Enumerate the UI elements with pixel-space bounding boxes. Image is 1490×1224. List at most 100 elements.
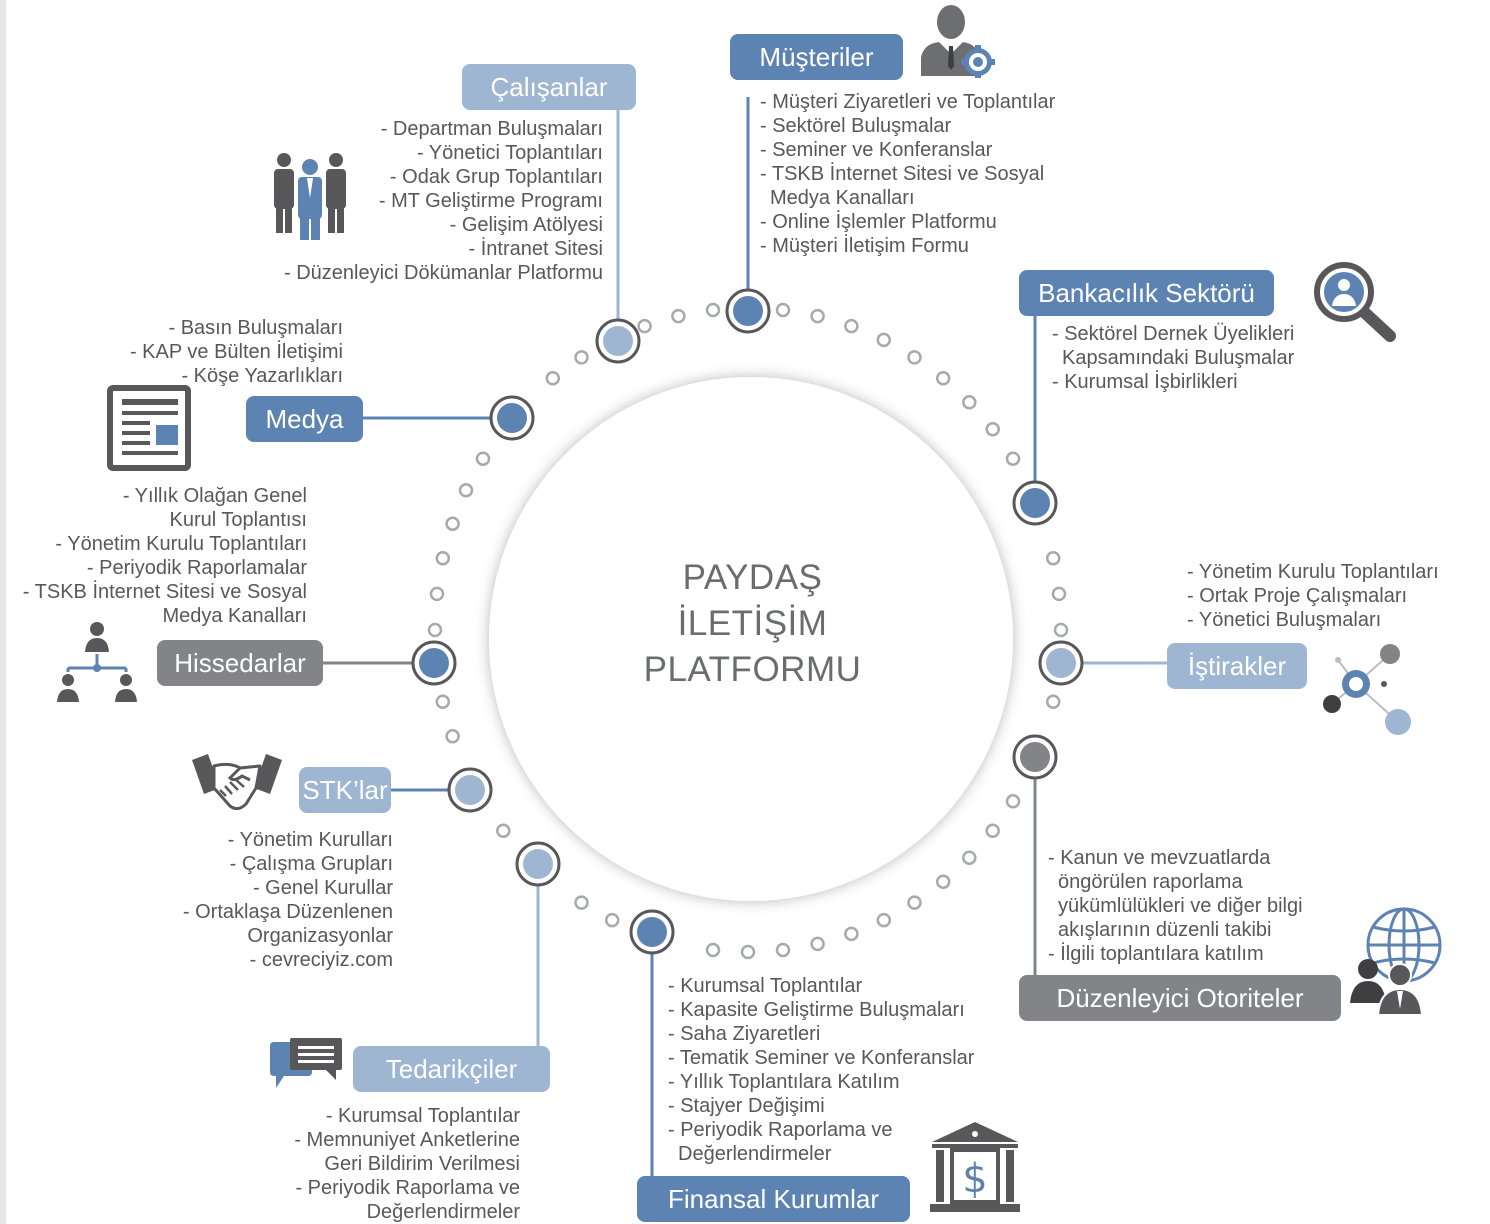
list-item: Değerlendirmeler [366,1201,520,1223]
list-item: - Müşteri Ziyaretleri ve Toplantılar [760,91,1056,113]
list-item: - Gelişim Atölyesi [449,214,603,236]
ring-dot [458,483,474,498]
list-item: - MT Geliştirme Programı [378,190,603,212]
list-item: - Seminer ve Konferanslar [760,139,993,161]
list-item: - Yönetim Kurulları [227,829,393,851]
list-item: - Periyodik Raporlama ve [295,1177,520,1199]
hissedarlar-items: - Yıllık Olağan Genel Kurul Toplantısı -… [23,484,307,628]
finansal-label: Finansal Kurumlar [637,1176,910,1222]
node-musteriler [725,288,771,334]
ring-dot [671,308,686,324]
ring-dot [545,371,561,386]
finansal-items: - Kurumsal Toplantılar - Kapasite Gelişt… [668,974,974,1166]
ring-dot [876,332,892,348]
connector-lines [323,97,1167,1176]
ring-dot [574,350,589,365]
list-item: - Departman Buluşmaları [380,118,603,140]
list-item: - Ortak Proje Çalışmaları [1187,585,1408,607]
node-finansal [629,909,675,955]
bankacilik-label: Bankacılık Sektörü [1019,270,1274,316]
node-medya [489,395,535,441]
list-item: - Odak Grup Toplantıları [389,166,603,188]
bank-dollar-icon: $ [930,1122,1020,1212]
list-item: - cevreciyiz.com [249,949,393,971]
chat-bubbles-icon [270,1038,342,1088]
ring-dot [935,371,951,386]
list-item: Medya Kanalları [162,605,307,627]
list-item: - Köşe Yazarlıkları [181,365,343,387]
list-item: Kapsamındaki Buluşmalar [1062,347,1295,369]
list-item: - Yönetim Kurulu Toplantıları [1187,561,1439,583]
list-item: - Kurumsal İşbirlikleri [1052,371,1238,393]
svg-text:$: $ [962,1156,987,1202]
ring-dot [1045,694,1061,709]
node-circles [411,288,1084,955]
node-calisanlar [595,318,641,364]
ring-dot [705,942,721,958]
list-item: - Sektörel Dernek Üyelikleri [1052,323,1295,345]
list-item: Medya Kanalları [770,187,915,209]
node-bankacilik [1012,480,1058,526]
medya-items: - Basın Buluşmaları - KAP ve Bülten İlet… [130,316,343,388]
left-edge-bar [0,0,6,1224]
duzenleyici-items: - Kanun ve mevzuatlarda öngörülen raporl… [1048,846,1303,966]
list-item: - Yönetim Kurulu Toplantıları [55,533,307,555]
list-item: - Müşteri İletişim Formu [760,235,969,257]
medya-label: Medya [246,396,363,442]
list-item: - Yıllık Olağan Genel [122,485,307,507]
list-item: - Çalışma Grupları [229,853,393,875]
list-item: - Yıllık Toplantılara Katılım [668,1071,900,1093]
newspaper-icon [107,385,191,471]
calisanlar-items: - Departman Buluşmaları - Yönetici Topla… [284,117,603,285]
list-item: - Kanun ve mevzuatlarda [1048,847,1271,869]
org-chart-icon [57,622,137,702]
istirakler-label: İştirakler [1167,643,1307,689]
list-item: - İntranet Sitesi [468,238,603,260]
ring-dot [985,421,1000,437]
ring-dot [740,944,756,960]
ring-dot [445,516,460,531]
node-tedarikciler [515,841,561,887]
node-hissedarlar [411,640,457,686]
ring-dot [810,936,825,952]
node-duzenleyici [1012,734,1058,780]
ring-dot [1005,451,1021,466]
list-item: - Sektörel Buluşmalar [760,115,952,137]
list-item: - Online İşlemler Platformu [760,211,997,233]
ring-dot [844,318,859,334]
list-item: - Periyodik Raporlama ve [668,1119,893,1141]
ring-dot [935,874,951,889]
list-item: yükümlülükleri ve diğer bilgi [1058,895,1303,917]
stk-items: - Yönetim Kurulları - Çalışma Grupları -… [183,828,393,972]
istirakler-items: - Yönetim Kurulu Toplantıları - Ortak Pr… [1187,560,1439,632]
list-item: - Yönetici Toplantıları [416,142,603,164]
ring-dot [574,895,589,910]
center-title-line3: PLATFORMU [643,650,862,689]
node-istirakler [1038,640,1084,686]
list-item: öngörülen raporlama [1058,871,1243,893]
ring-dot [962,850,977,865]
ring-dot [429,586,445,602]
list-item: - Ortaklaşa Düzenlenen [182,901,393,923]
ring-dot [1005,794,1021,809]
ring-dot [907,350,922,365]
list-item: Kurul Toplantısı [169,509,308,531]
list-item: Organizasyonlar [247,925,393,947]
dotted-ring [427,302,1069,960]
list-item: - Kurumsal Toplantılar [325,1105,520,1127]
ring-dot [1045,551,1061,566]
list-item: - Yönetici Buluşmaları [1187,609,1382,631]
network-nodes-icon [1323,644,1411,735]
list-item: - TSKB İnternet Sitesi ve Sosyal [22,581,307,603]
list-item: - Kapasite Geliştirme Buluşmaları [668,999,965,1021]
ring-dot [810,308,825,324]
musteriler-items: - Müşteri Ziyaretleri ve Toplantılar - S… [760,90,1055,258]
list-item: - Kurumsal Toplantılar [668,975,863,997]
business-man-gear-icon [921,5,995,78]
ring-dot [496,823,511,839]
list-item: - TSKB İnternet Sitesi ve Sosyal [760,163,1045,185]
list-item: - Periyodik Raporlamalar [86,557,307,579]
list-item: - KAP ve Bülten İletişimi [129,341,343,363]
node-stk [447,767,493,813]
ring-dot [962,395,977,410]
